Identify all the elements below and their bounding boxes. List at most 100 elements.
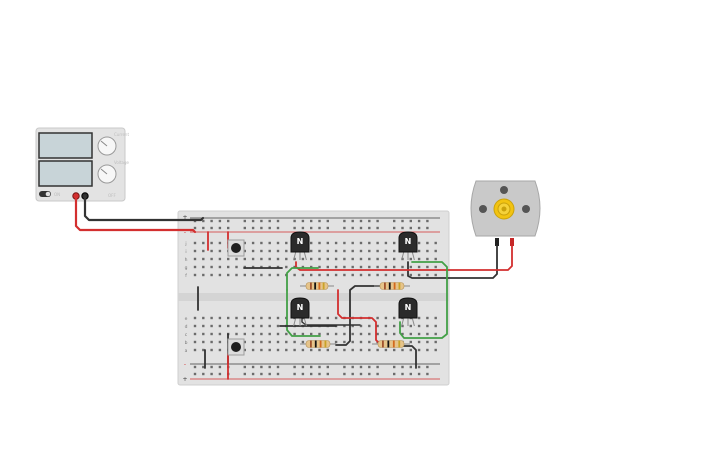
hole — [293, 348, 296, 352]
hole — [409, 257, 412, 261]
hole — [434, 265, 437, 269]
motor-shaft — [501, 206, 507, 212]
rail-hole — [376, 365, 379, 369]
rail-hole — [326, 219, 329, 223]
resistor-band — [387, 340, 390, 348]
hole — [276, 340, 280, 344]
current-knob-indicator — [100, 140, 108, 147]
rail-hole — [417, 372, 421, 376]
hole — [359, 257, 363, 261]
hole — [193, 241, 197, 245]
hole — [301, 340, 305, 344]
hole — [193, 348, 197, 352]
wire-black-transistor — [301, 317, 361, 326]
push-button-bottom-cap[interactable] — [231, 342, 241, 352]
row-letter: e — [185, 317, 188, 322]
hole — [310, 241, 313, 245]
hole — [393, 249, 396, 253]
rail-hole — [227, 219, 230, 223]
hole — [351, 273, 354, 277]
hole — [376, 324, 379, 328]
rail-hole — [301, 372, 305, 376]
hole — [417, 265, 421, 269]
hole — [334, 257, 338, 261]
hole — [426, 340, 429, 344]
rail-hole — [368, 226, 371, 230]
resistor-band — [388, 282, 391, 290]
wire-green-left-bottom — [286, 289, 321, 337]
push-button-top[interactable] — [227, 239, 245, 257]
hole — [368, 273, 371, 277]
hole — [285, 249, 288, 253]
resistor-r2[interactable] — [374, 282, 410, 290]
hole — [276, 316, 280, 320]
resistor-band — [382, 340, 384, 348]
wires[interactable] — [74, 194, 513, 380]
rail-hole — [401, 372, 404, 376]
hole — [401, 332, 404, 336]
hole — [318, 348, 321, 352]
row-letter: c — [185, 333, 188, 338]
hole — [368, 249, 371, 253]
hole — [393, 257, 396, 261]
resistor-band — [393, 282, 396, 290]
hole — [218, 249, 222, 253]
rail-hole — [268, 372, 271, 376]
rail-hole — [417, 365, 421, 369]
hole — [326, 316, 329, 320]
hole — [276, 348, 280, 352]
hole — [434, 332, 437, 336]
power-supply[interactable] — [35, 127, 126, 202]
hole — [401, 265, 404, 269]
hole — [227, 324, 230, 328]
rail-hole — [351, 365, 354, 369]
hole — [393, 332, 396, 336]
wire-red-center — [337, 289, 381, 345]
hole — [434, 257, 437, 261]
hole — [251, 273, 255, 277]
rail-hole — [243, 226, 246, 230]
hole — [434, 324, 437, 328]
push-button-top-cap[interactable] — [231, 243, 241, 253]
dc-motor[interactable] — [470, 180, 541, 246]
hole — [260, 241, 263, 245]
rail-hole — [260, 219, 263, 223]
resistor-r3[interactable] — [300, 340, 336, 348]
motor-terminal-black[interactable] — [495, 238, 499, 246]
transistor-body — [290, 297, 310, 319]
rail-hole — [343, 219, 346, 223]
hole — [276, 265, 280, 269]
hole — [318, 249, 321, 253]
hole — [326, 249, 329, 253]
rail-hole — [376, 219, 379, 223]
rail-hole — [218, 365, 222, 369]
resistor-band — [322, 282, 325, 290]
row-letter: f — [185, 273, 187, 279]
rail-hole — [401, 226, 404, 230]
push-button-bottom[interactable] — [227, 338, 245, 356]
transistors[interactable] — [290, 231, 418, 327]
rail-hole — [251, 365, 255, 369]
hole — [326, 265, 329, 269]
transistor-q3[interactable] — [290, 297, 310, 327]
rail-hole — [210, 365, 213, 369]
resistor-r4[interactable] — [372, 340, 410, 348]
transistor-q4[interactable] — [398, 297, 418, 327]
transistor-body — [290, 231, 310, 253]
rail-hole — [326, 226, 329, 230]
hole — [251, 324, 255, 328]
motor-terminal-red[interactable] — [510, 238, 514, 246]
hole — [417, 257, 421, 261]
hole — [343, 324, 346, 328]
rail-hole — [401, 219, 404, 223]
transistor-q1[interactable] — [290, 231, 310, 261]
hole — [301, 257, 305, 261]
hole — [202, 257, 205, 261]
hole — [384, 316, 388, 320]
resistors[interactable] — [300, 282, 410, 348]
transistor-q2[interactable] — [398, 231, 418, 261]
row-letter: h — [185, 257, 188, 263]
resistor-r1[interactable] — [300, 282, 334, 290]
hole — [401, 273, 404, 277]
